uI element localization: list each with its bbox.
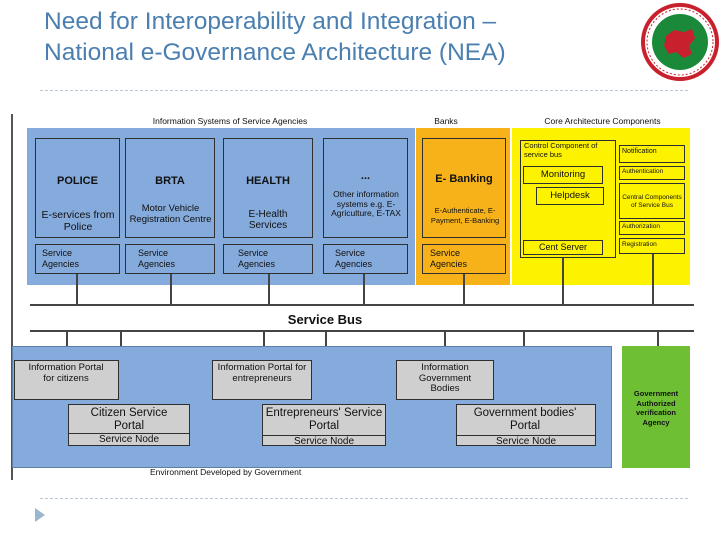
bank-desc: E-Authenticate, E-Payment, E-Banking [430, 206, 500, 225]
agency-desc: E-Health Services [248, 209, 288, 231]
citizen-service-portal [68, 404, 190, 446]
core-cent-server [523, 240, 603, 255]
portal-label: Citizen Service Portal [90, 407, 168, 432]
info-portal-label: Information Portal for entrepreneurs [217, 362, 307, 384]
service-node-divider [456, 435, 596, 436]
info-portal-label: Information Portal for citizens [28, 362, 104, 384]
agency-name: ... [360, 170, 371, 182]
agency-footer: Service Agencies [42, 248, 80, 269]
slide-title-line-1: Need for Interoperability and Integratio… [44, 8, 497, 35]
core-authentication-label: Authentication [622, 168, 664, 175]
agency-footer: Service Agencies [138, 248, 176, 269]
core-control-label: Control Component of service bus [524, 141, 598, 159]
core-monitoring [523, 166, 603, 184]
connector [170, 274, 172, 304]
agency-footer-police [35, 244, 120, 274]
service-bus-line-bottom [30, 330, 694, 332]
info-portal-label: Information Government Bodies [418, 362, 472, 394]
connector [76, 274, 78, 304]
agency-desc: E-services from Police [41, 209, 115, 233]
service-node-divider [68, 433, 190, 434]
core-control-components-label: Central Components of Service Bus [622, 194, 682, 209]
core-notification-label: Notification [622, 148, 657, 155]
core-authorization-label: Authorization [622, 223, 660, 230]
bank-ebanking [422, 138, 506, 238]
info-systems-panel [27, 128, 415, 285]
connector [562, 258, 564, 304]
title-separator [40, 90, 688, 91]
core-monitoring-label: Monitoring [540, 169, 586, 180]
core-control-box [520, 140, 616, 258]
core-control-components [619, 183, 685, 219]
entrepreneurs-service-portal [262, 404, 386, 446]
agency-desc: Motor Vehicle Registration Centre [129, 203, 212, 225]
agency-brta [125, 138, 215, 238]
agency-other [323, 138, 408, 238]
info-gov-bodies [396, 360, 494, 400]
government-emblem-logo [640, 2, 720, 82]
bank-footer-label: Service Agencies [430, 248, 468, 269]
info-portal-citizens [14, 360, 119, 400]
slide-title: Need for Interoperability and Integratio… [44, 6, 664, 68]
info-systems-header: Information Systems of Service Agencies [152, 116, 308, 126]
gov-agency-label: Government Authorized verification Agenc… [633, 389, 679, 427]
agency-footer-other [323, 244, 408, 274]
agency-name: HEALTH [246, 175, 290, 187]
core-registration-label: Registration [622, 241, 657, 248]
core-helpdesk [536, 187, 604, 205]
slide-title-line-2: National e-Governance Architecture (NEA) [44, 39, 506, 66]
agency-name: POLICE [57, 175, 98, 187]
connector [363, 274, 365, 304]
environment-label: Environment Developed by Government [150, 467, 302, 477]
core-authorization [619, 221, 685, 235]
bank-name: E- Banking [435, 173, 493, 185]
footer-separator [40, 498, 688, 499]
gov-agency-panel [622, 346, 690, 468]
core-cent-server-label: Cent Server [538, 242, 588, 252]
info-portal-entrepreneurs [212, 360, 312, 400]
core-panel [512, 128, 690, 285]
connector [268, 274, 270, 304]
agency-footer: Service Agencies [335, 248, 373, 269]
agency-police [35, 138, 120, 238]
core-notification [619, 145, 685, 163]
core-registration [619, 238, 685, 254]
connector [463, 274, 465, 304]
bullet-arrow-icon [34, 507, 46, 523]
service-bus-line-top [30, 304, 694, 306]
connector [657, 332, 659, 346]
agency-footer-brta [125, 244, 215, 274]
agency-health [223, 138, 313, 238]
gov-bodies-portal [456, 404, 596, 446]
banks-header: Banks [434, 116, 458, 126]
service-node-label: Service Node [293, 436, 355, 447]
left-rule [11, 114, 13, 480]
connector [652, 254, 654, 304]
agency-desc: Other information systems e.g. E-Agricul… [331, 189, 401, 218]
service-node-divider [262, 435, 386, 436]
service-bus-label: Service Bus [287, 312, 363, 327]
portal-label: Entrepreneurs' Service Portal [265, 407, 383, 432]
core-authentication [619, 166, 685, 180]
core-header: Core Architecture Components [544, 116, 661, 126]
portal-label: Government bodies' Portal [473, 407, 577, 432]
agency-name: BRTA [155, 175, 185, 187]
core-helpdesk-label: Helpdesk [550, 190, 590, 201]
service-node-label: Service Node [98, 434, 160, 445]
bank-panel [416, 128, 510, 285]
bank-footer [422, 244, 506, 274]
agency-footer-health [223, 244, 313, 274]
service-node-label: Service Node [495, 436, 557, 447]
agency-footer: Service Agencies [238, 248, 276, 269]
